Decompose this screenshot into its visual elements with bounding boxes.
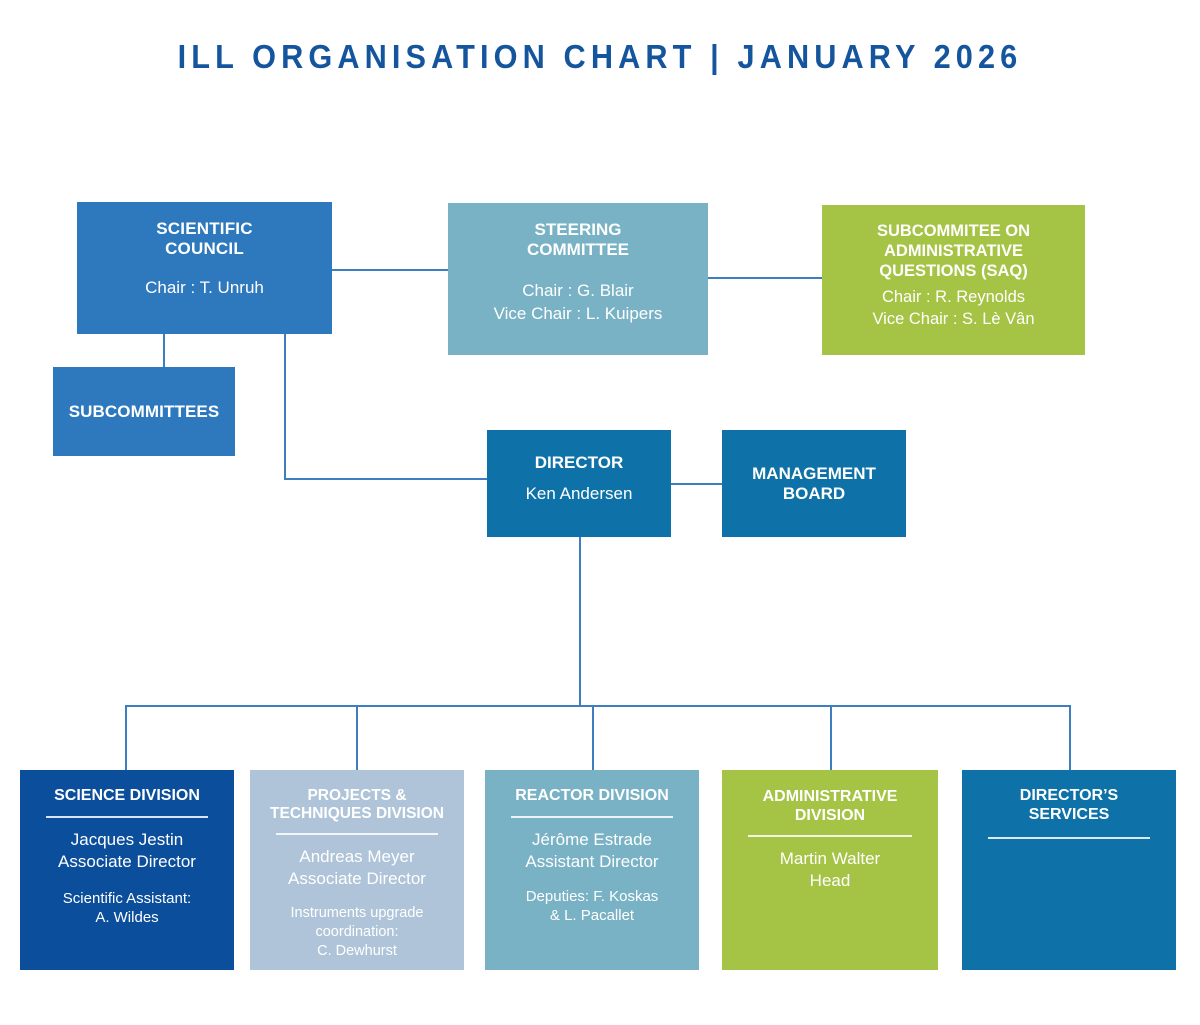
saq-title: SUBCOMMITEE ON ADMINISTRATIVE QUESTIONS … — [876, 222, 1031, 280]
node-steering-committee[interactable]: STEERING COMMITTEE Chair : G. Blair Vice… — [448, 203, 708, 355]
projects-division-coordination: Instruments upgrade coordination: C. Dew… — [290, 905, 424, 959]
connector-council-to-subcommittees — [163, 334, 165, 367]
projects-division-title: PROJECTS & TECHNIQUES DIVISION — [270, 787, 444, 822]
divider-line — [988, 837, 1150, 840]
directors-services-title: DIRECTOR’S SERVICES — [1019, 787, 1119, 823]
management-board-title: MANAGEMENT BOARD — [752, 463, 876, 503]
projects-division-lead: Andreas Meyer Associate Director — [288, 846, 426, 889]
connector-bus-to-administrative-division — [830, 705, 832, 770]
node-director[interactable]: DIRECTOR Ken Andersen — [487, 430, 671, 537]
connector-council-to-director-vertical — [284, 334, 286, 479]
connector-director-to-management-board — [671, 483, 722, 485]
connector-steering-to-saq — [708, 277, 822, 279]
node-subcommittees[interactable]: SUBCOMMITTEES — [53, 367, 235, 456]
divider-line — [276, 832, 438, 835]
science-division-lead: Jacques Jestin Associate Director — [58, 829, 196, 871]
director-name: Ken Andersen — [525, 483, 633, 503]
node-scientific-council[interactable]: SCIENTIFIC COUNCIL Chair : T. Unruh — [77, 202, 332, 334]
scientific-council-title: SCIENTIFIC COUNCIL — [156, 219, 253, 258]
steering-committee-officers: Chair : G. Blair Vice Chair : L. Kuipers — [493, 281, 663, 323]
reactor-division-title: REACTOR DIVISION — [515, 787, 669, 804]
divider-line — [46, 815, 208, 818]
steering-committee-title: STEERING COMMITTEE — [527, 220, 629, 259]
connector-council-to-steering — [332, 269, 448, 271]
scientific-council-chair: Chair : T. Unruh — [145, 278, 264, 298]
connector-council-to-director-horizontal — [284, 478, 489, 480]
connector-bus-to-science-division — [125, 705, 127, 770]
node-administrative-division[interactable]: ADMINISTRATIVE DIVISION Martin Walter He… — [722, 770, 938, 970]
connector-division-bus — [125, 705, 1070, 707]
connector-bus-to-projects-division — [356, 705, 358, 770]
reactor-division-deputies: Deputies: F. Koskas & L. Pacallet — [525, 887, 659, 925]
reactor-division-lead: Jérôme Estrade Assistant Director — [525, 829, 659, 871]
saq-officers: Chair : R. Reynolds Vice Chair : S. Lè V… — [872, 288, 1035, 328]
connector-bus-to-directors-services — [1069, 705, 1071, 770]
page-title: ILL ORGANISATION CHART | JANUARY 2026 — [177, 38, 1023, 75]
node-science-division[interactable]: SCIENCE DIVISION Jacques Jestin Associat… — [20, 770, 234, 970]
administrative-division-lead: Martin Walter Head — [779, 849, 881, 891]
node-reactor-division[interactable]: REACTOR DIVISION Jérôme Estrade Assistan… — [485, 770, 699, 970]
administrative-division-title: ADMINISTRATIVE DIVISION — [762, 788, 898, 825]
subcommittees-title: SUBCOMMITTEES — [68, 401, 220, 421]
science-division-assistant: Scientific Assistant: A. Wildes — [62, 889, 192, 927]
node-projects-techniques-division[interactable]: PROJECTS & TECHNIQUES DIVISION Andreas M… — [250, 770, 464, 970]
node-directors-services[interactable]: DIRECTOR’S SERVICES — [962, 770, 1176, 970]
node-management-board[interactable]: MANAGEMENT BOARD — [722, 430, 906, 537]
science-division-title: SCIENCE DIVISION — [54, 787, 200, 804]
connector-bus-to-reactor-division — [592, 705, 594, 770]
node-subcommittee-administrative-questions[interactable]: SUBCOMMITEE ON ADMINISTRATIVE QUESTIONS … — [822, 205, 1085, 355]
divider-line — [511, 815, 673, 818]
director-title: DIRECTOR — [534, 453, 624, 472]
divider-line — [748, 835, 912, 838]
connector-director-to-bus — [579, 537, 581, 706]
